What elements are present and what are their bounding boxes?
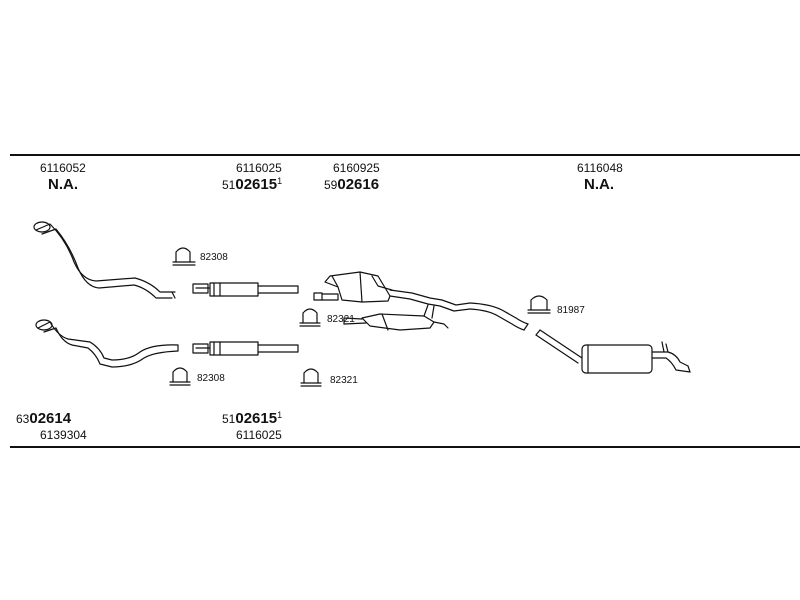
part-code-number: 02615 (235, 410, 278, 427)
part-code-catalyst-lower: 51026151 (222, 410, 283, 427)
part-code-prefix: 51 (222, 412, 236, 426)
clamp-label-upper-left: 82308 (200, 252, 228, 263)
clamp-upper-left-drawing (172, 247, 196, 266)
part-code-prefix: 63 (16, 412, 30, 426)
clamp-lower-left-drawing (169, 367, 191, 386)
part-ref-front-pipe-lower: 6139304 (40, 428, 87, 442)
middle-silencer-drawing (313, 271, 529, 331)
clamp-right-drawing (527, 295, 551, 314)
part-code-middle-silencer: 5902616 (324, 177, 379, 192)
catalyst-lower-drawing (192, 341, 299, 356)
clamp-center-upper-drawing (299, 308, 321, 327)
part-code-prefix: 59 (324, 178, 338, 192)
clamp-center-lower-drawing (300, 368, 322, 387)
top-rule (10, 154, 800, 156)
front-pipe-upper-drawing (33, 221, 176, 299)
part-code-number: 02616 (337, 176, 380, 193)
clamp-label-lower-left: 82308 (197, 373, 225, 384)
part-code-suffix: 1 (277, 410, 283, 420)
clamp-label-center-lower: 82321 (330, 375, 358, 386)
part-code-number: 02614 (29, 410, 72, 427)
part-ref-front-pipe: 6116052 (40, 161, 86, 175)
part-code-rear-silencer: N.A. (584, 176, 614, 193)
part-ref-rear-silencer: 6116048 (577, 161, 623, 175)
part-code-prefix: 51 (222, 178, 236, 192)
part-ref-middle-silencer: 6160925 (333, 161, 380, 175)
part-code-catalyst: 51026151 (222, 176, 283, 193)
clamp-label-center-upper: 82321 (327, 314, 355, 325)
part-code-front-pipe: N.A. (48, 176, 78, 193)
part-ref-catalyst: 6116025 (236, 161, 282, 175)
part-ref-catalyst-lower: 6116025 (236, 428, 282, 442)
part-code-suffix: 1 (277, 176, 283, 186)
part-code-number: 02615 (235, 176, 278, 193)
clamp-label-right: 81987 (557, 305, 585, 316)
front-pipe-lower-drawing (35, 319, 179, 368)
rear-silencer-drawing (535, 329, 691, 374)
catalyst-upper-drawing (192, 282, 299, 297)
part-code-front-pipe-lower: 6302614 (16, 411, 71, 426)
bottom-rule (10, 446, 800, 448)
